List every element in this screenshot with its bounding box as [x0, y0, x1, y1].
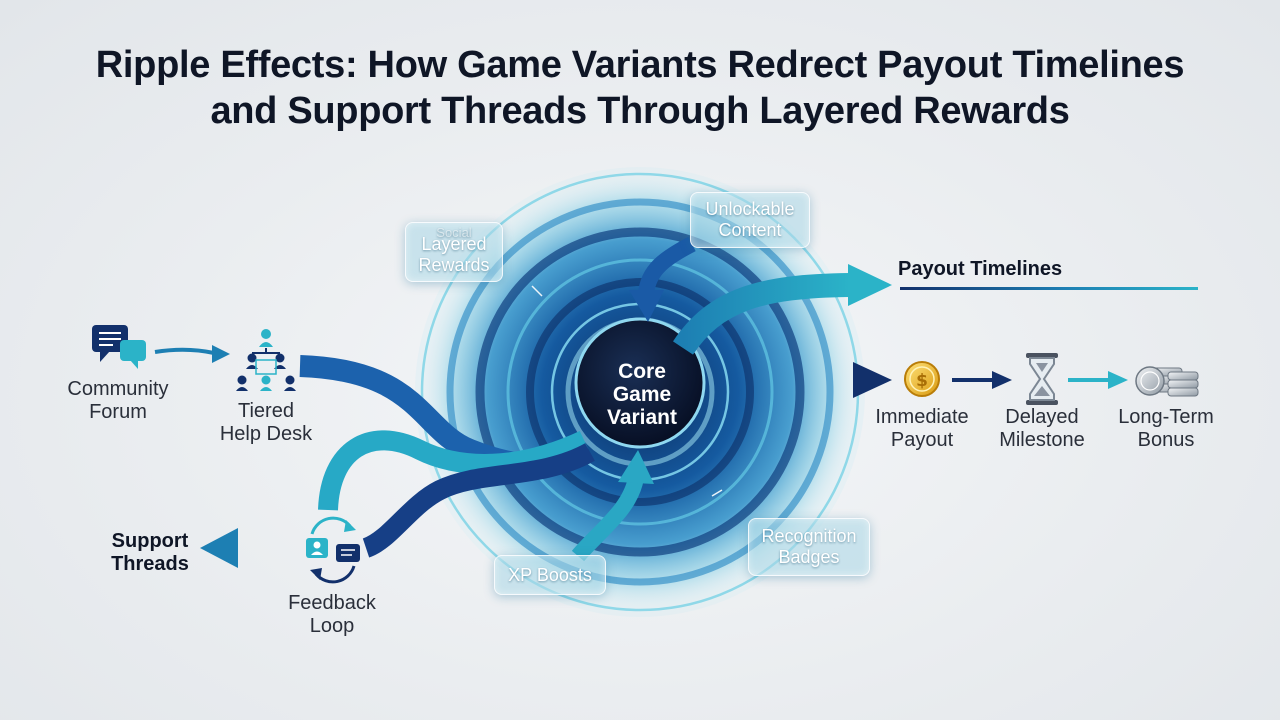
payout-timelines-heading: Payout Timelines	[898, 258, 1063, 280]
immediate-payout-line-1: Immediate	[875, 406, 969, 428]
layered-rewards-line-2: Rewards	[418, 255, 490, 275]
hourglass-icon	[1026, 353, 1058, 405]
long-term-bonus-label: Long-Term Bonus	[1104, 406, 1228, 452]
long-term-bonus-line-1: Long-Term	[1118, 406, 1214, 428]
core-line-2: Game	[612, 382, 672, 406]
social-faint-label: Social	[436, 225, 472, 240]
xp-boosts-label: XP Boosts	[508, 564, 592, 585]
chat-bubbles-icon	[92, 325, 146, 369]
payout-timelines-rule	[900, 287, 1198, 290]
community-forum-line-2: Forum	[89, 401, 147, 423]
long-term-bonus-line-2: Bonus	[1137, 429, 1195, 451]
xp-boosts-box: XP Boosts	[494, 555, 606, 595]
unlockable-line-1: Unlockable	[705, 199, 795, 219]
flow-core-to-feedback-navy	[361, 443, 595, 558]
recognition-line-2: Badges	[778, 547, 840, 567]
arrow-to-support-threads	[200, 528, 300, 568]
immediate-payout-line-2: Payout	[890, 429, 954, 451]
feedback-loop-label: Feedback Loop	[272, 592, 392, 638]
recognition-badges-box: Recognition Badges	[748, 518, 870, 576]
feedback-loop-line-1: Feedback	[288, 592, 376, 614]
core-game-variant: Core Game Variant	[578, 332, 706, 456]
support-threads-line-2: Threads	[111, 553, 189, 575]
flow-core-to-feedback-teal	[318, 430, 589, 511]
org-chart-icon	[236, 329, 296, 391]
core-line-1: Core	[618, 359, 666, 383]
gold-coin-icon: $	[904, 361, 940, 397]
community-forum-label: Community Forum	[52, 378, 184, 424]
tiered-help-desk-label: Tiered Help Desk	[206, 400, 326, 446]
coin-stacks-icon	[1135, 366, 1199, 397]
unlockable-content-box: Unlockable Content	[690, 192, 810, 248]
arrow-unlockable-to-core	[629, 236, 696, 322]
tiered-help-desk-line-1: Tiered	[238, 400, 294, 422]
title-line-2: and Support Threads Through Layered Rewa…	[210, 90, 1070, 132]
diagram-title: Ripple Effects: How Game Variants Redrec…	[0, 42, 1280, 134]
immediate-payout-label: Immediate Payout	[862, 406, 982, 452]
layered-rewards-line-1: Layered	[421, 234, 487, 254]
arrow-forum-to-help-desk	[154, 345, 230, 363]
unlockable-line-2: Content	[718, 220, 782, 240]
support-threads-heading: Support Threads	[90, 530, 210, 576]
delayed-milestone-label: Delayed Milestone	[982, 406, 1102, 452]
svg-text:$: $	[916, 371, 928, 391]
recognition-line-1: Recognition	[761, 526, 857, 546]
arrow-to-payout-timelines	[673, 264, 892, 355]
delayed-milestone-line-2: Milestone	[999, 429, 1085, 451]
title-line-1: Ripple Effects: How Game Variants Redrec…	[95, 44, 1185, 86]
arrow-immediate-to-delayed	[952, 371, 1012, 389]
tiered-help-desk-line-2: Help Desk	[219, 423, 313, 445]
feedback-cycle-icon	[306, 516, 360, 584]
arrow-xp-to-core	[571, 450, 654, 562]
arrow-to-immediate-payout	[704, 362, 892, 398]
community-forum-line-1: Community	[67, 378, 169, 400]
sparkle-marks	[531, 285, 723, 497]
core-line-3: Variant	[606, 405, 678, 429]
arrow-delayed-to-long-term	[1068, 371, 1128, 389]
feedback-loop-line-2: Loop	[309, 615, 355, 637]
layered-rewards-box: Social Layered Rewards	[405, 222, 503, 282]
support-threads-line-1: Support	[111, 530, 189, 552]
delayed-milestone-line-1: Delayed	[1005, 406, 1079, 428]
